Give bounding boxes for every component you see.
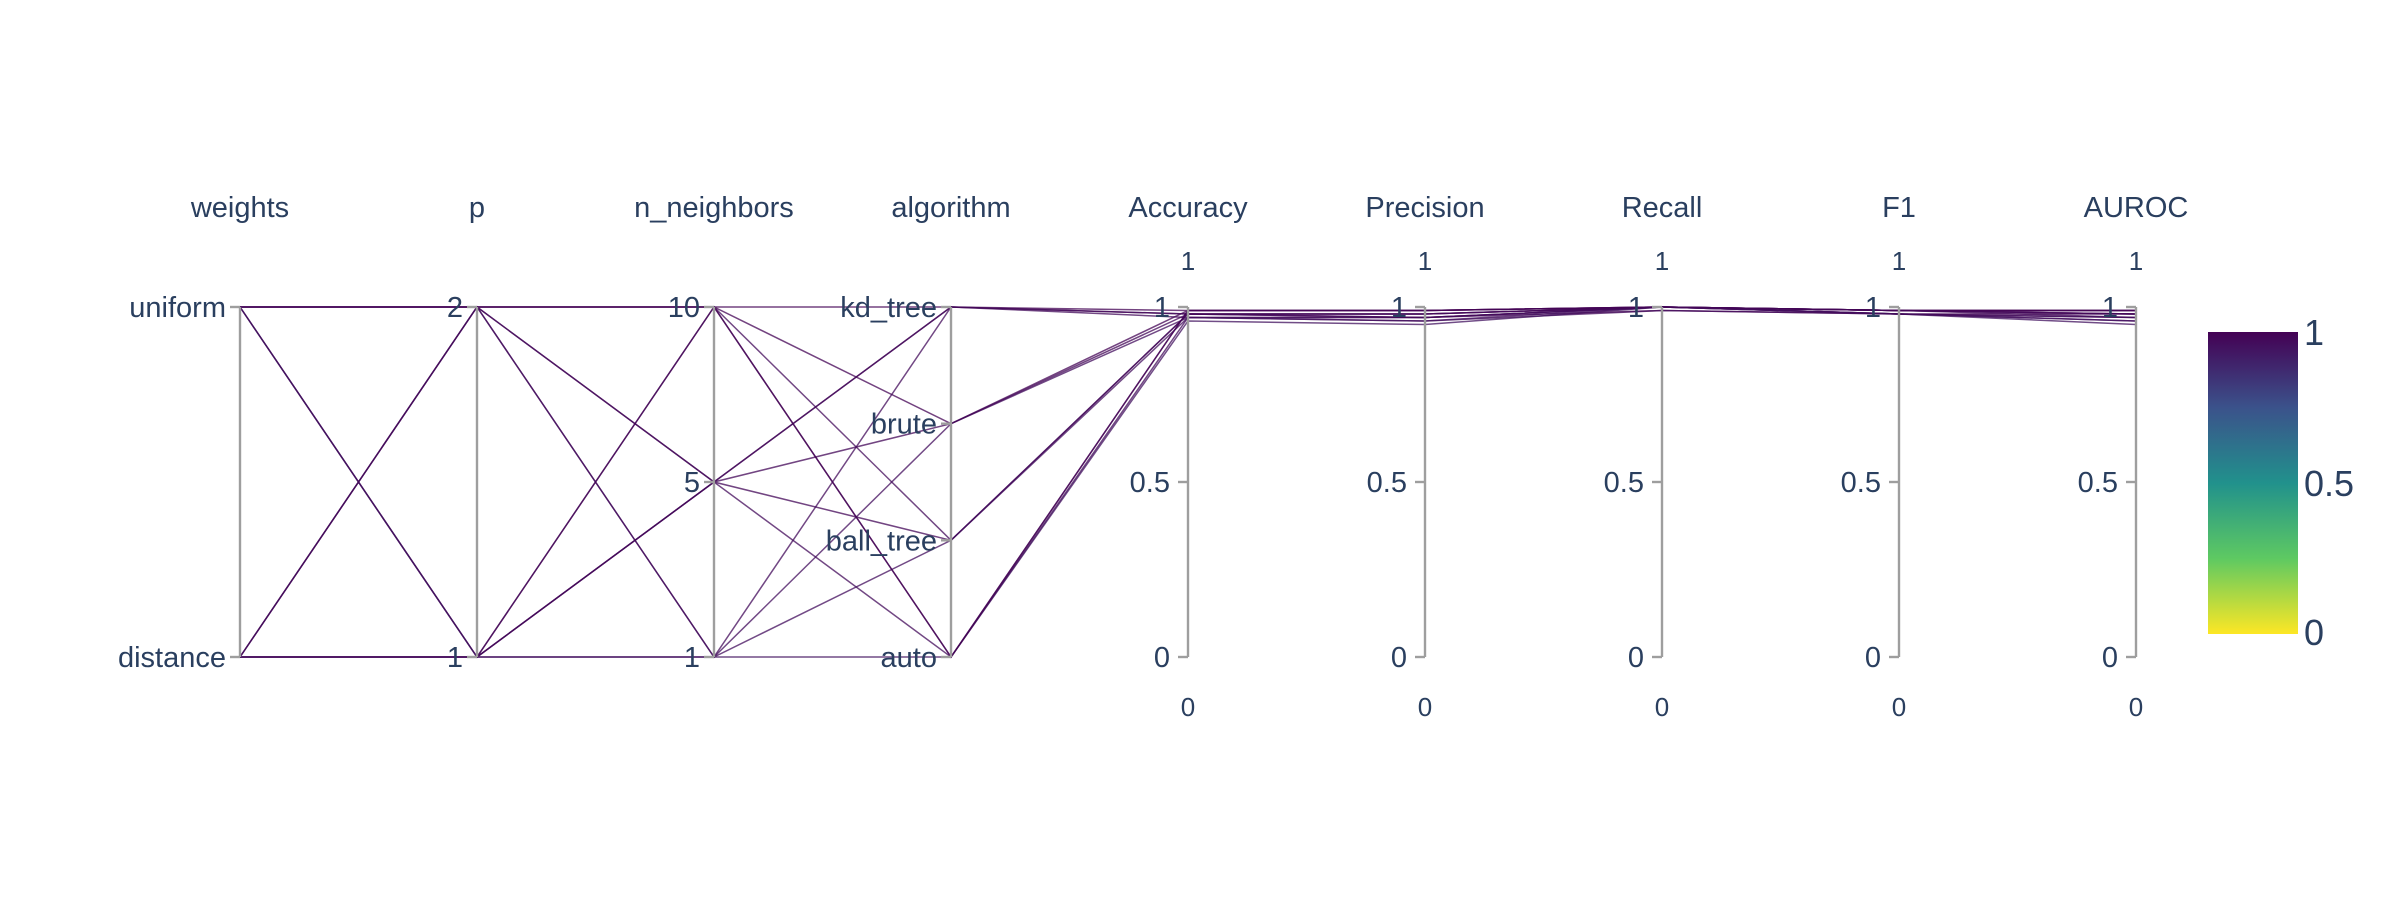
axes-layer: weightsdistanceuniformp12n_neighbors1510… (118, 192, 2188, 722)
axis-Accuracy: Accuracy 0 0.5 11 0 (1128, 192, 1248, 722)
colorbar: 1 0.5 0 (2208, 312, 2354, 653)
tick-label: 10 (668, 292, 700, 324)
tick-label: 0 (1865, 642, 1881, 674)
axis-title: p (469, 192, 485, 224)
axis-F1: F1 0 0.5 11 0 (1841, 192, 1916, 722)
tick-label: 1 (1391, 292, 1407, 324)
tick-label: 2 (447, 292, 463, 324)
range-max-label: 1 (1655, 246, 1669, 276)
tick-label: 0 (2102, 642, 2118, 674)
colorbar-tick-1: 1 (2304, 312, 2324, 353)
tick-label: 1 (2102, 292, 2118, 324)
tick-label: distance (118, 642, 226, 674)
axis-title: F1 (1882, 192, 1916, 224)
range-min-label: 0 (1655, 692, 1669, 722)
tick-label: uniform (129, 292, 226, 324)
tick-label: kd_tree (840, 292, 937, 324)
axis-n_neighbors: n_neighbors 1 5 10 (634, 192, 794, 674)
axis-title: algorithm (891, 192, 1010, 224)
tick-label: 1 (684, 642, 700, 674)
colorbar-gradient (2208, 332, 2298, 634)
tick-label: 0 (1391, 642, 1407, 674)
range-max-label: 1 (1892, 246, 1906, 276)
axis-title: weights (190, 192, 289, 224)
axis-Precision: Precision 0 0.5 11 0 (1365, 192, 1484, 722)
axis-title: n_neighbors (634, 192, 794, 224)
tick-label: 1 (1628, 292, 1644, 324)
colorbar-tick-0.5: 0.5 (2304, 463, 2354, 504)
tick-label: 1 (1154, 292, 1170, 324)
axis-title: AUROC (2084, 192, 2189, 224)
range-max-label: 1 (2129, 246, 2143, 276)
axis-title: Precision (1365, 192, 1484, 224)
tick-label: 0.5 (1841, 467, 1881, 499)
tick-label: 0.5 (2078, 467, 2118, 499)
tick-label: brute (871, 409, 937, 441)
range-min-label: 0 (1181, 692, 1195, 722)
axis-p: p 1 2 (447, 192, 485, 674)
tick-label: 0.5 (1130, 467, 1170, 499)
range-min-label: 0 (1892, 692, 1906, 722)
axis-algorithm: algorithm auto ball_tree brute kd_tree (826, 192, 1011, 674)
axis-title: Recall (1622, 192, 1703, 224)
range-min-label: 0 (2129, 692, 2143, 722)
tick-label: 1 (1865, 292, 1881, 324)
axis-weights: weights distance uniform (118, 192, 289, 674)
tick-label: 5 (684, 467, 700, 499)
tick-label: ball_tree (826, 525, 937, 557)
tick-label: 0.5 (1604, 467, 1644, 499)
tick-label: 1 (447, 642, 463, 674)
range-max-label: 1 (1181, 246, 1195, 276)
range-min-label: 0 (1418, 692, 1432, 722)
axis-Recall: Recall 0 0.5 11 0 (1604, 192, 1703, 722)
tick-label: auto (881, 642, 937, 674)
axis-AUROC: AUROC 0 0.5 11 0 (2078, 192, 2189, 722)
axis-title: Accuracy (1128, 192, 1248, 224)
tick-label: 0.5 (1367, 467, 1407, 499)
tick-label: 0 (1628, 642, 1644, 674)
range-max-label: 1 (1418, 246, 1432, 276)
colorbar-tick-0: 0 (2304, 612, 2324, 653)
tick-label: 0 (1154, 642, 1170, 674)
